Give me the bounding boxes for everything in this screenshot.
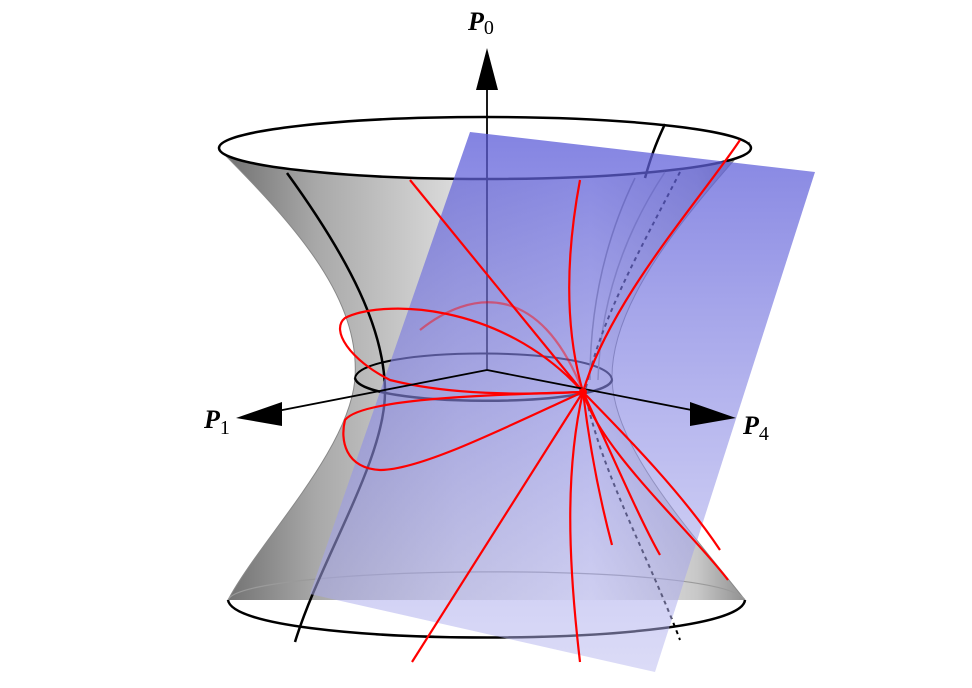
geodesic-back-arc (419, 301, 585, 393)
red-geodesics (338, 139, 741, 663)
bottom-rim-front (226, 599, 747, 639)
p1-label: P1 (203, 405, 230, 439)
p0-arrowhead (476, 48, 498, 90)
p4-label: P4 (742, 411, 769, 445)
p0-index: 0 (484, 17, 494, 39)
geodesic-loop (338, 307, 584, 395)
geodesic-2 (411, 391, 584, 663)
p1-arrowhead (236, 402, 282, 426)
p4-axis-line (486, 369, 713, 415)
geodesic-lower-loop (342, 390, 584, 472)
p1-axis-line (261, 369, 488, 415)
tangent-point (579, 388, 587, 396)
geodesic-8 (581, 391, 614, 546)
p4-arrowhead (690, 402, 736, 426)
p0-label: P0 (467, 7, 494, 39)
p4-index: 4 (759, 423, 769, 445)
geodesic-7 (582, 391, 661, 556)
p1-index: 1 (220, 417, 230, 439)
p4-letter: P (742, 411, 760, 440)
p1-letter: P (203, 405, 221, 434)
p0-letter: P (467, 7, 485, 36)
geodesic-6 (582, 391, 721, 551)
geodesic-4 (581, 139, 741, 393)
geodesic-1 (409, 179, 584, 393)
